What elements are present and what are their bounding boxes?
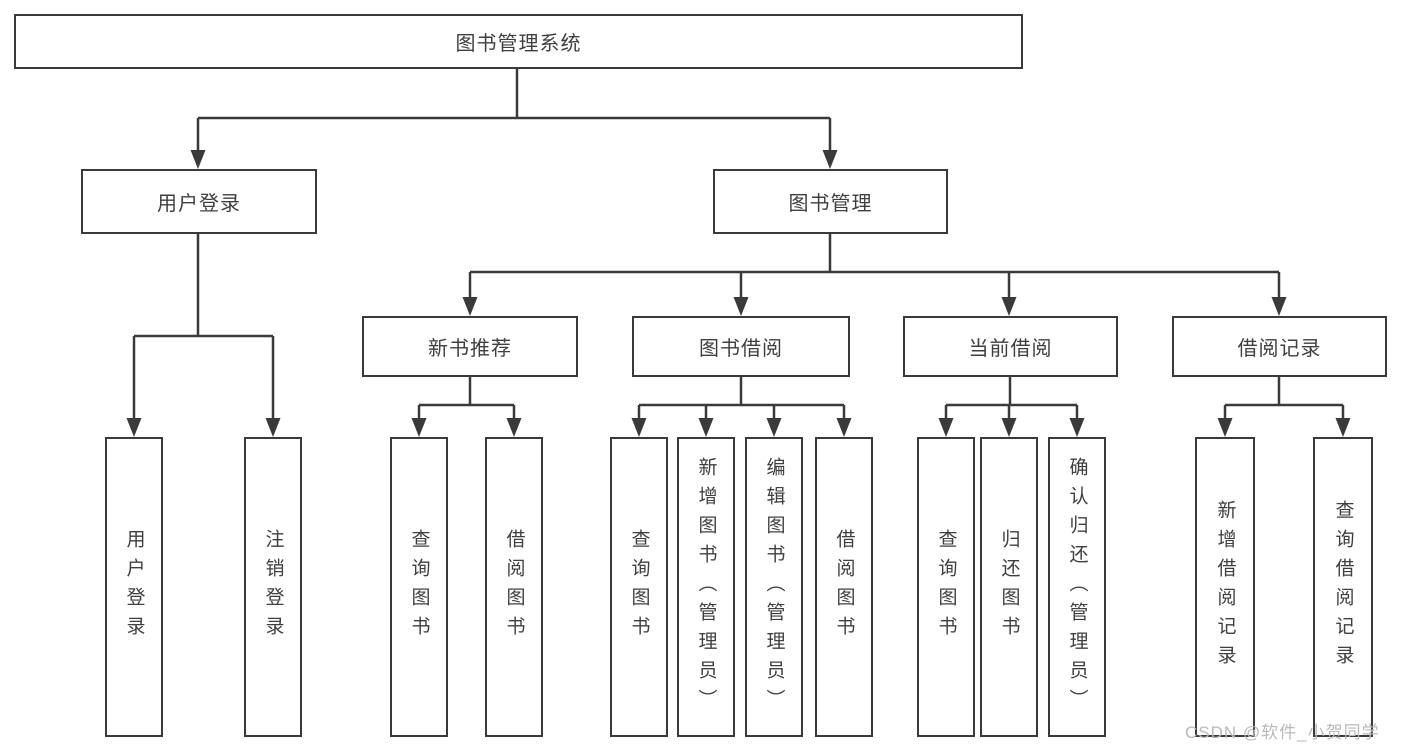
leaf-query-borrow-record: 查询借阅记录	[1313, 437, 1373, 737]
node-new-book-recommend: 新书推荐	[362, 316, 578, 377]
node-borrow-records: 借阅记录	[1172, 316, 1387, 377]
leaf-logout-login: 注销登录	[244, 437, 302, 737]
leaf-query-books-current: 查询图书	[917, 437, 975, 737]
node-root-system: 图书管理系统	[14, 14, 1023, 69]
arrow-down-icons	[126, 150, 1351, 437]
leaf-edit-book-admin: 编辑图书（管理员）	[745, 437, 803, 737]
node-book-borrow: 图书借阅	[632, 316, 850, 377]
csdn-watermark: CSDN @软件_小贺同学	[1185, 723, 1380, 742]
leaf-borrow-books: 借阅图书	[815, 437, 873, 737]
leaf-return-book: 归还图书	[980, 437, 1038, 737]
leaf-add-borrow-record: 新增借阅记录	[1195, 437, 1255, 737]
leaf-borrow-books-recommend: 借阅图书	[485, 437, 543, 737]
node-current-borrow: 当前借阅	[903, 316, 1118, 377]
leaf-query-books-recommend: 查询图书	[390, 437, 448, 737]
leaf-confirm-return-admin: 确认归还（管理员）	[1048, 437, 1106, 737]
leaf-user-login: 用户登录	[105, 437, 163, 737]
leaf-add-book-admin: 新增图书（管理员）	[677, 437, 735, 737]
node-book-management: 图书管理	[713, 169, 948, 234]
leaf-query-books-borrow: 查询图书	[610, 437, 668, 737]
node-user-login: 用户登录	[81, 169, 317, 234]
